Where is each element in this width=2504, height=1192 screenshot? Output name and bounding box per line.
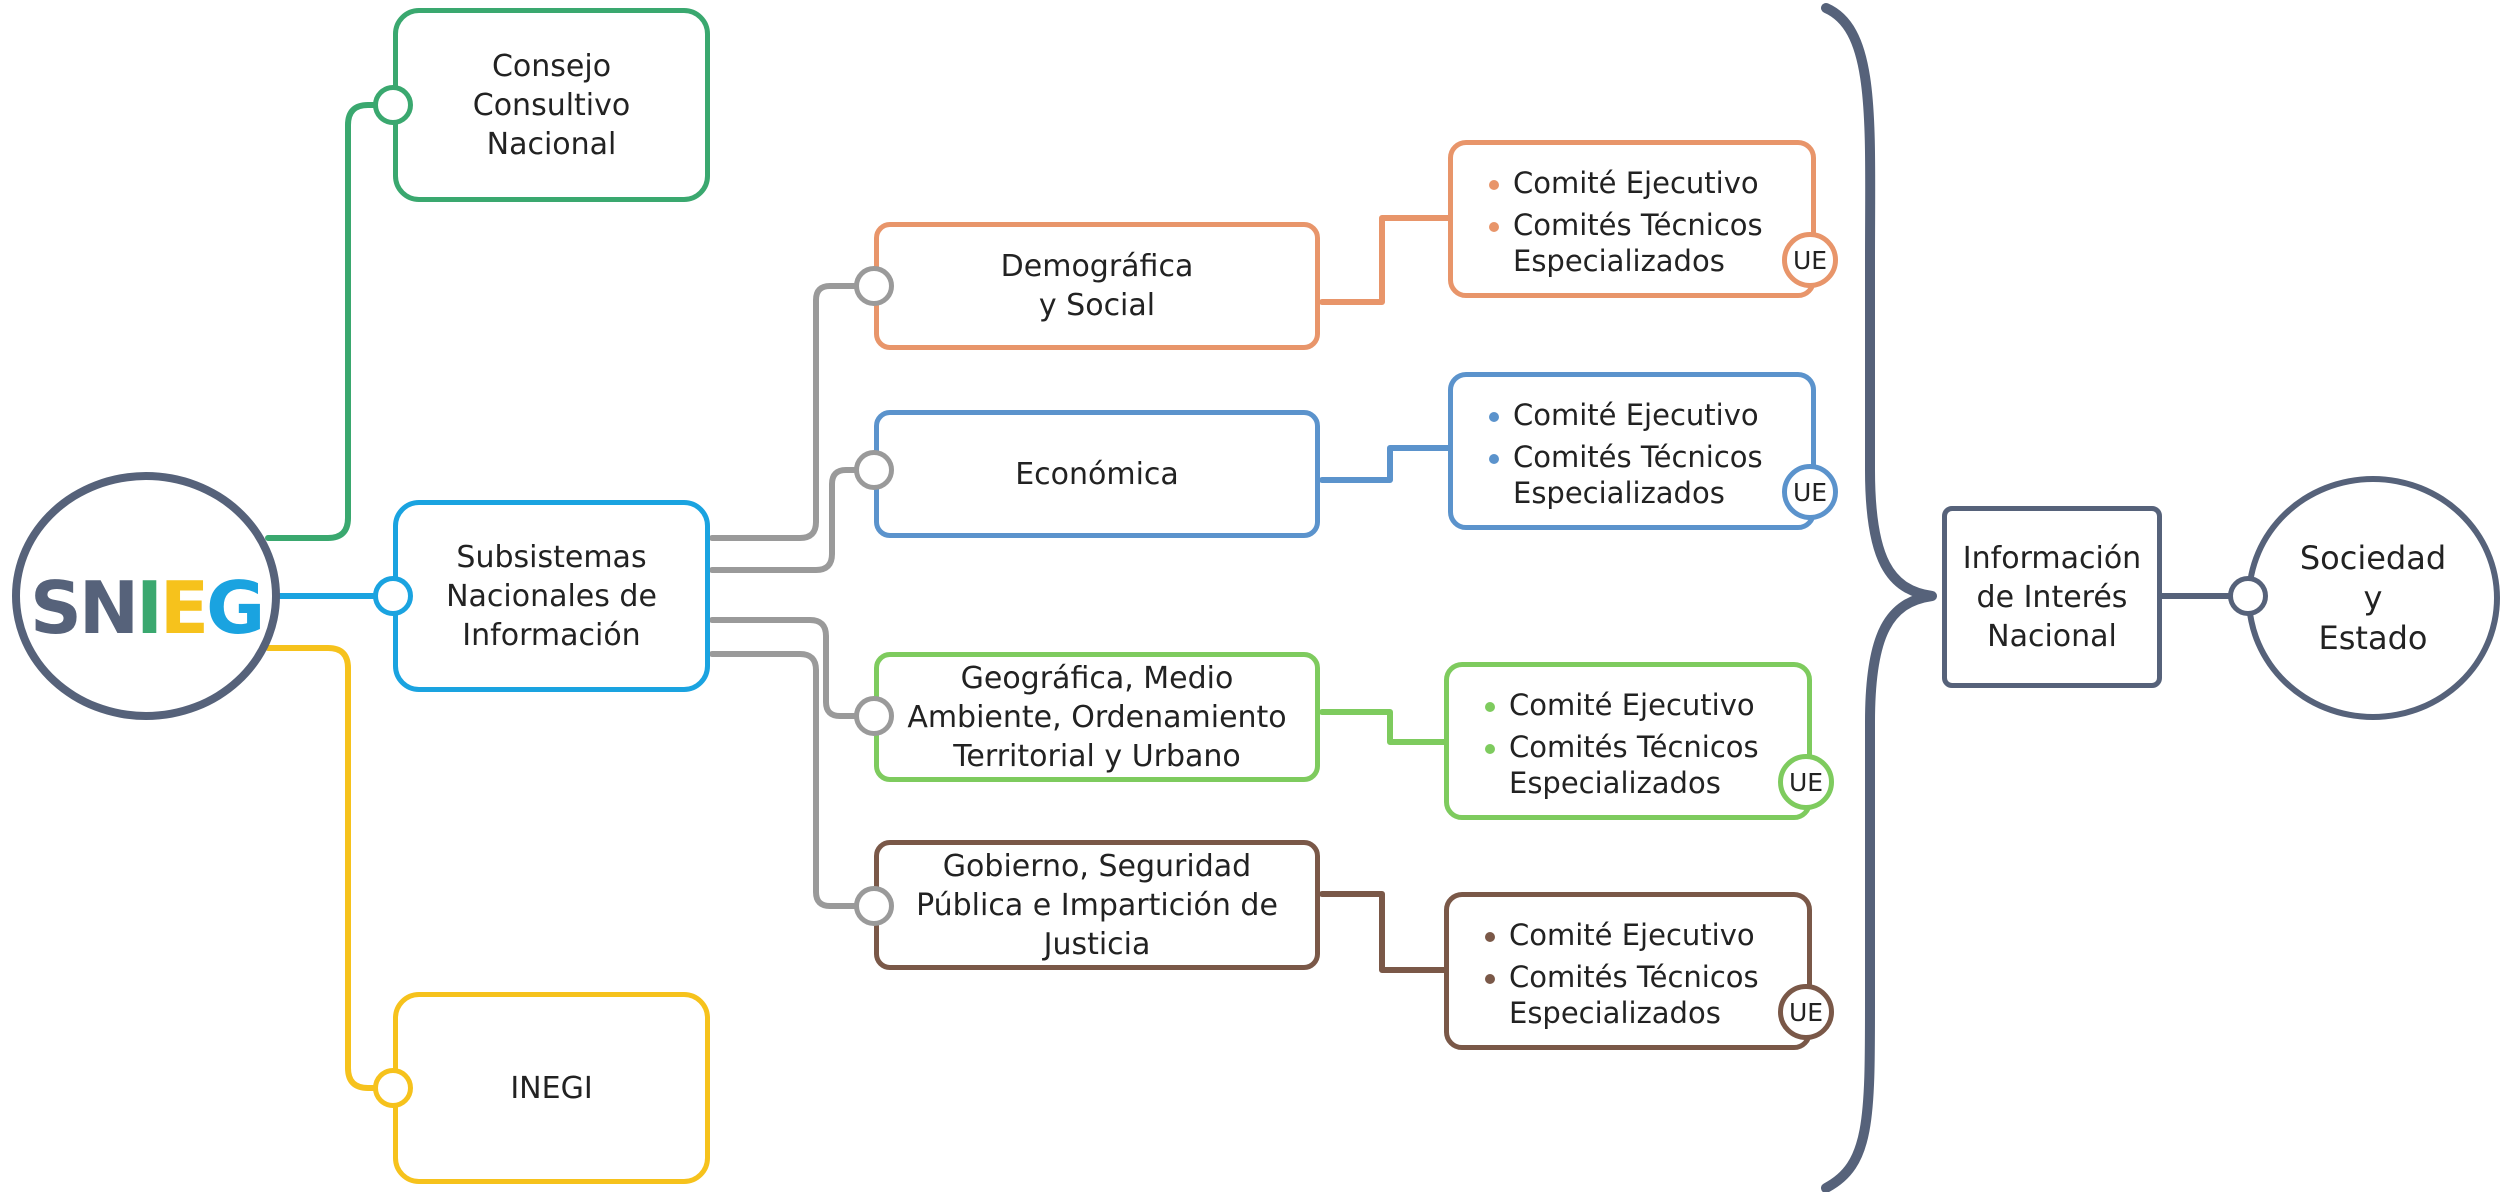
gobierno-port [854, 886, 894, 926]
sociedad-circle: Sociedad y Estado [2246, 476, 2500, 720]
geografica-box: Geográfica, Medio Ambiente, Ordenamiento… [874, 652, 1320, 782]
ue-badge-gobierno: UE [1778, 984, 1834, 1040]
connector-demografica-committee [1319, 215, 1451, 305]
connector-inegi [265, 645, 396, 1091]
economica-box: Económica [874, 410, 1320, 538]
comites-tecnicos-label: Comités Técnicos [1509, 730, 1759, 764]
bullet-icon [1485, 932, 1495, 942]
bullet-icon [1485, 702, 1495, 712]
connector-geografica [709, 617, 877, 719]
informacion-line-1: Información [1962, 540, 2142, 576]
connector-gobierno [709, 651, 877, 909]
snieg-circle [12, 472, 280, 720]
ue-badge-economica: UE [1782, 464, 1838, 520]
informacion-line-3: Nacional [1987, 618, 2117, 654]
bullet-icon [1489, 180, 1499, 190]
committee-item-tecnicos: Comités Técnicos [1485, 729, 1759, 765]
committee-item-ejecutivo: Comité Ejecutivo [1485, 917, 1755, 953]
bullet-icon [1485, 744, 1495, 754]
consejo-port [373, 85, 413, 125]
right-brace [1821, 3, 1937, 1192]
connector-consejo [265, 102, 396, 541]
inegi-port [373, 1068, 413, 1108]
subsistemas-port [373, 576, 413, 616]
logo-letter-i: I [136, 566, 163, 650]
especializados-label: Especializados [1509, 996, 1721, 1030]
committee-box-geografica: Comité Ejecutivo Comités Técnicos Especi… [1444, 662, 1812, 820]
especializados-label: Especializados [1509, 766, 1721, 800]
logo-letter-e: E [159, 566, 209, 650]
informacion-box: Información de Interés Nacional [1942, 506, 2162, 688]
gobierno-line-1: Gobierno, Seguridad [942, 848, 1252, 884]
comites-tecnicos-label: Comités Técnicos [1513, 440, 1763, 474]
ue-badge-demografica: UE [1782, 232, 1838, 288]
comite-ejecutivo-label: Comité Ejecutivo [1509, 688, 1755, 722]
subsistemas-line-2: Nacionales de [446, 578, 657, 614]
consejo-consultivo-box: Consejo Consultivo Nacional [393, 8, 710, 202]
connector-economica-committee [1319, 445, 1451, 483]
especializados-label: Especializados [1513, 476, 1725, 510]
demografica-line-2: y Social [1038, 288, 1156, 323]
committee-item-tecnicos: Comités Técnicos [1489, 207, 1763, 243]
committee-item-especializados: Especializados [1509, 765, 1721, 801]
inegi-label: INEGI [510, 1070, 593, 1106]
gobierno-box: Gobierno, Seguridad Pública e Impartició… [874, 840, 1320, 970]
connector-geografica-committee [1319, 709, 1447, 745]
sociedad-line-3: Estado [2318, 619, 2428, 657]
informacion-line-2: de Interés [1976, 579, 2128, 615]
sociedad-port [2228, 576, 2268, 616]
comite-ejecutivo-label: Comité Ejecutivo [1513, 166, 1759, 200]
consejo-line-1: Consejo [491, 48, 612, 84]
demografica-line-1: Demográfica [1000, 249, 1194, 284]
bullet-icon [1489, 454, 1499, 464]
economica-label: Económica [1015, 456, 1179, 492]
sociedad-line-1: Sociedad [2299, 539, 2447, 577]
committee-box-gobierno: Comité Ejecutivo Comités Técnicos Especi… [1444, 892, 1812, 1050]
geografica-line-1: Geográfica, Medio [960, 660, 1234, 696]
demografica-box: Demográfica y Social [874, 222, 1320, 350]
inegi-box: INEGI [393, 992, 710, 1184]
gobierno-line-3: Justicia [1043, 926, 1151, 962]
committee-box-demografica: Comité Ejecutivo Comités Técnicos Especi… [1448, 140, 1816, 298]
committee-item-especializados: Especializados [1509, 995, 1721, 1031]
comite-ejecutivo-label: Comité Ejecutivo [1509, 918, 1755, 952]
geografica-line-2: Ambiente, Ordenamiento [907, 699, 1287, 735]
committee-item-especializados: Especializados [1513, 243, 1725, 279]
bullet-icon [1485, 974, 1495, 984]
geografica-line-3: Territorial y Urbano [953, 738, 1241, 774]
demografica-port [854, 266, 894, 306]
connector-economica [709, 467, 877, 573]
ue-badge-geografica: UE [1778, 754, 1834, 810]
logo-letter-g: G [206, 566, 265, 650]
committee-item-ejecutivo: Comité Ejecutivo [1489, 165, 1759, 201]
committee-item-tecnicos: Comités Técnicos [1489, 439, 1763, 475]
committee-item-especializados: Especializados [1513, 475, 1725, 511]
bullet-icon [1489, 412, 1499, 422]
comite-ejecutivo-label: Comité Ejecutivo [1513, 398, 1759, 432]
subsistemas-line-3: Información [462, 617, 641, 653]
especializados-label: Especializados [1513, 244, 1725, 278]
bullet-icon [1489, 222, 1499, 232]
economica-port [854, 450, 894, 490]
gobierno-line-2: Pública e Impartición de [916, 887, 1278, 923]
connector-gobierno-committee [1319, 891, 1447, 973]
connector-demografica [709, 283, 877, 541]
logo-letter-n: N [78, 566, 139, 650]
consejo-line-3: Nacional [486, 126, 617, 162]
comites-tecnicos-label: Comités Técnicos [1513, 208, 1763, 242]
geografica-port [854, 696, 894, 736]
snieg-logo: SNIEG [30, 566, 265, 650]
consejo-line-2: Consultivo [472, 87, 631, 123]
committee-item-ejecutivo: Comité Ejecutivo [1489, 397, 1759, 433]
comites-tecnicos-label: Comités Técnicos [1509, 960, 1759, 994]
committee-box-economica: Comité Ejecutivo Comités Técnicos Especi… [1448, 372, 1816, 530]
sociedad-line-2: y [2363, 579, 2383, 617]
committee-item-tecnicos: Comités Técnicos [1485, 959, 1759, 995]
subsistemas-line-1: Subsistemas [456, 539, 647, 575]
committee-item-ejecutivo: Comité Ejecutivo [1485, 687, 1755, 723]
logo-letter-s: S [30, 566, 82, 650]
subsistemas-box: Subsistemas Nacionales de Información [393, 500, 710, 692]
